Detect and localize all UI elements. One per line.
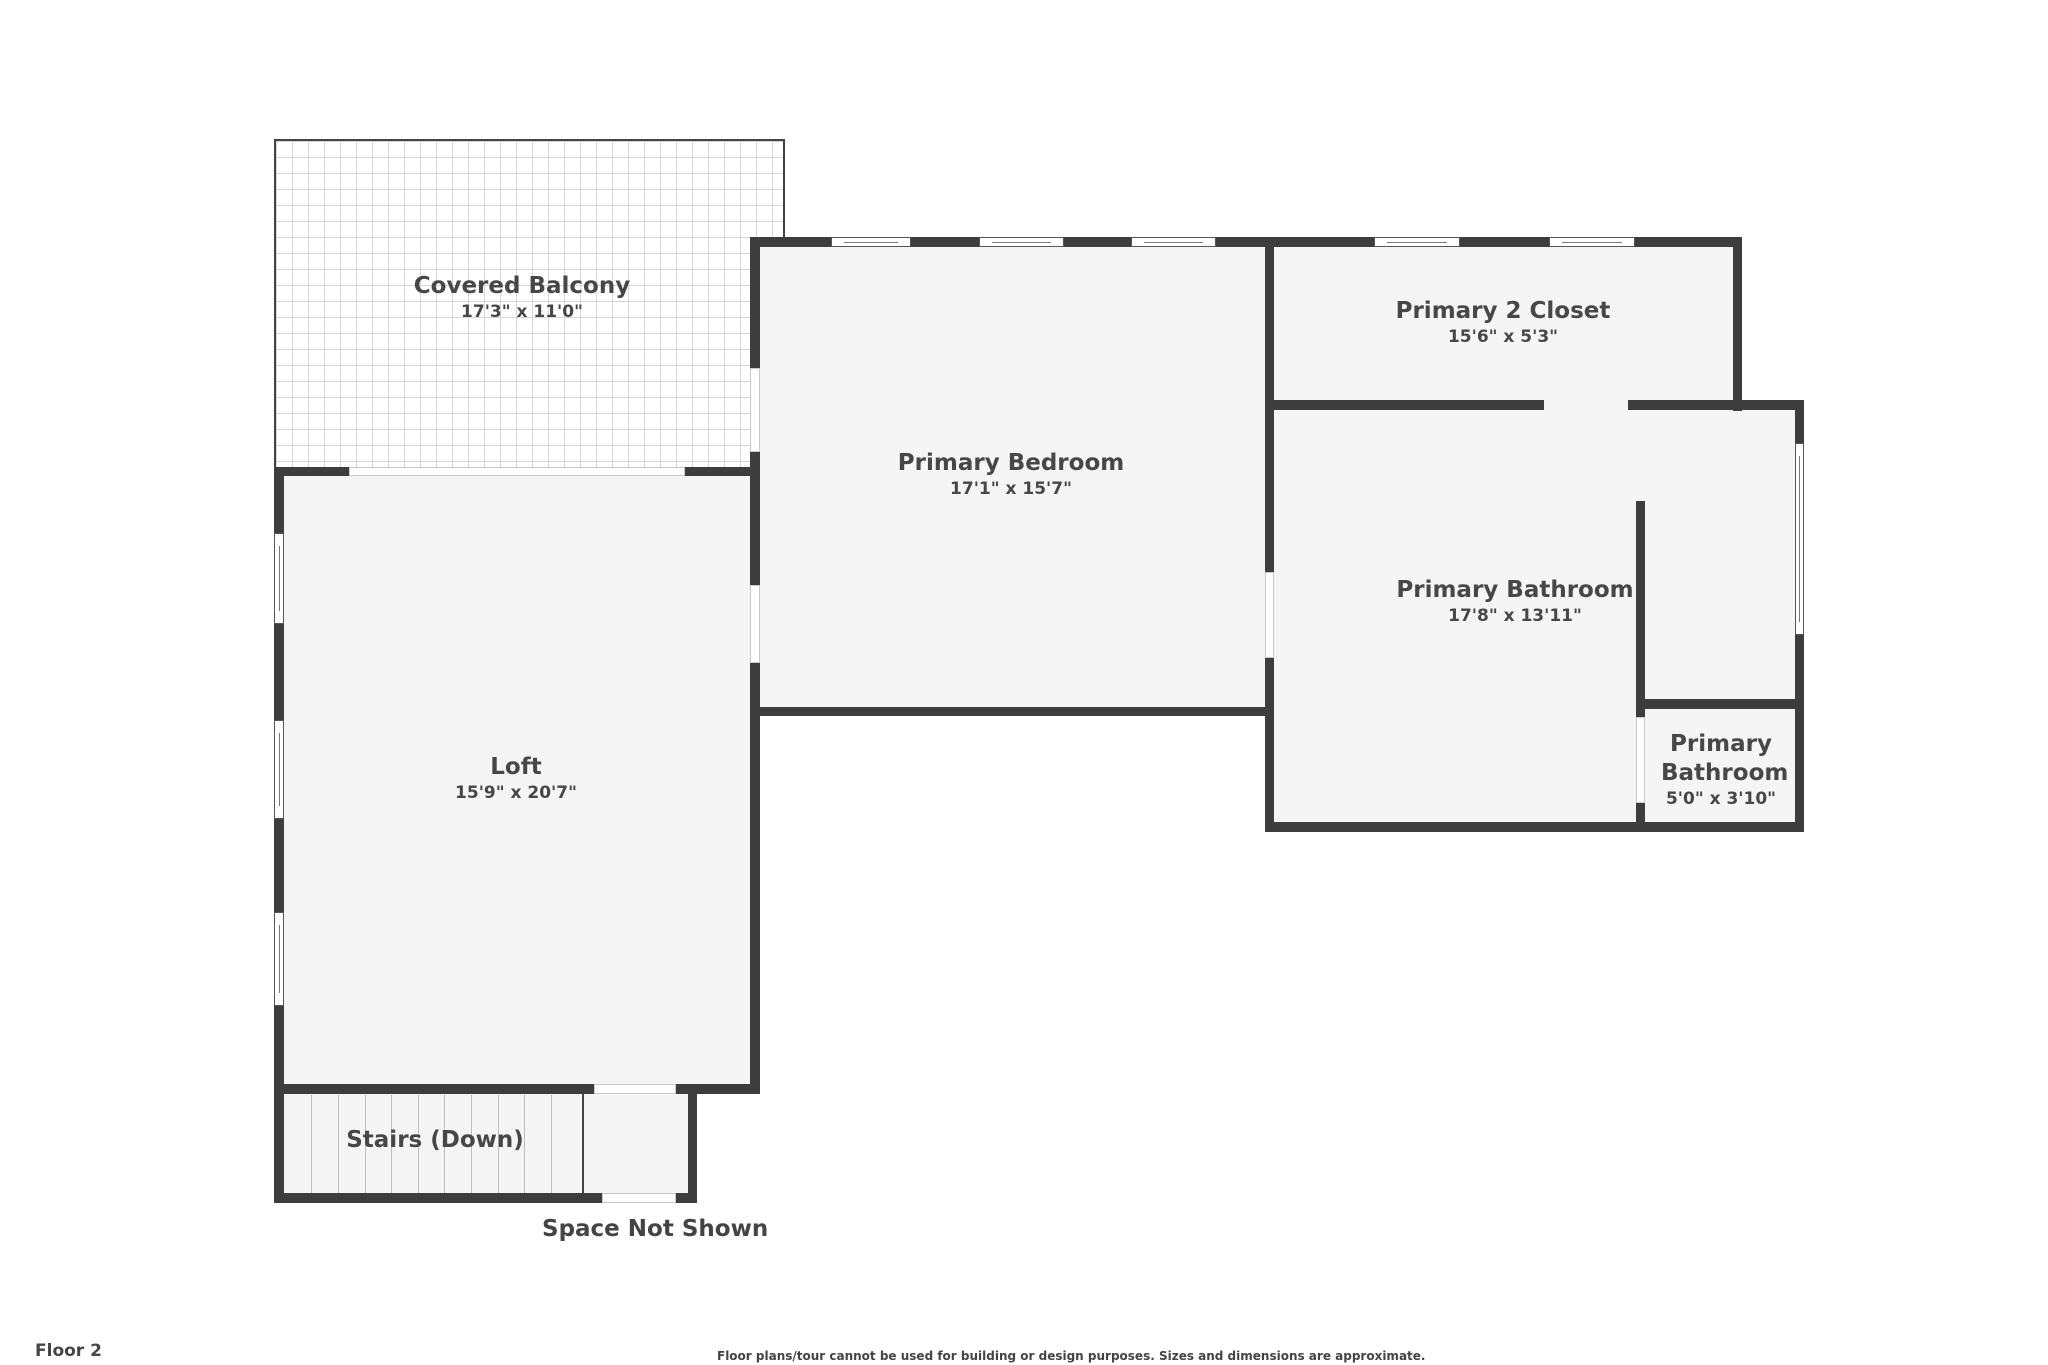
room-dimensions: 5'0" x 3'10"	[1665, 789, 1777, 809]
stair-tread	[418, 1095, 419, 1193]
room-dimensions: 15'9" x 20'7"	[455, 783, 577, 803]
room-label-stairs: Stairs (Down)	[346, 1125, 524, 1155]
room-dimensions: 17'3" x 11'0"	[461, 302, 583, 322]
loft-bottom-wall-right	[676, 1084, 760, 1094]
room-label-loft: Loft 15'9" x 20'7"	[455, 752, 577, 804]
balcony-opening	[349, 467, 685, 476]
closet-window-2	[1549, 237, 1635, 247]
loft-bottom-wall	[274, 1084, 594, 1094]
room-name: Stairs (Down)	[346, 1127, 524, 1153]
space-not-shown-label: Space Not Shown	[542, 1216, 769, 1242]
room-dimensions: 17'8" x 13'11"	[1448, 606, 1582, 626]
stairs-floor	[280, 1090, 692, 1197]
bedroom-bottom-wall	[750, 707, 1274, 716]
stair-tread	[471, 1095, 472, 1193]
disclaimer: Floor plans/tour cannot be used for buil…	[717, 1349, 1426, 1363]
loft-window-3	[274, 912, 284, 1006]
small-bath-door	[1636, 717, 1645, 803]
covered-balcony-area	[274, 139, 785, 472]
loft-stair-opening	[594, 1084, 676, 1094]
room-name: Loft	[490, 754, 542, 780]
stair-tread	[551, 1095, 552, 1193]
loft-floor	[280, 472, 754, 1088]
bedroom-right-wall	[1265, 237, 1274, 832]
stair-landing-divider	[582, 1094, 584, 1193]
loft-top-wall-left	[274, 467, 349, 476]
bedroom-window-2	[979, 237, 1064, 247]
bedroom-window-3	[1131, 237, 1216, 247]
primary-bathroom-floor	[1270, 405, 1800, 827]
small-bath-top-wall	[1636, 699, 1804, 709]
room-name: Primary Bathroom	[1396, 577, 1634, 603]
room-name: Primary Bathroom	[1661, 731, 1789, 786]
closet-divider-left	[1265, 400, 1544, 410]
room-label-primary-2-closet: Primary 2 Closet 15'6" x 5'3"	[1396, 296, 1611, 348]
stair-tread	[365, 1095, 366, 1193]
room-name: Covered Balcony	[413, 273, 631, 299]
closet-divider-right	[1628, 400, 1804, 410]
room-label-primary-bedroom: Primary Bedroom 17'1" x 15'7"	[898, 448, 1124, 500]
primary-bedroom-floor	[756, 243, 1270, 711]
stairs-bottom-wall	[274, 1193, 602, 1203]
loft-window-2	[274, 720, 284, 819]
loft-right-wall	[750, 237, 760, 1094]
stair-tread	[391, 1095, 392, 1193]
top-wall	[750, 237, 1742, 247]
room-label-primary-bathroom: Primary Bathroom 17'8" x 13'11"	[1396, 575, 1633, 627]
closet-floor	[1270, 243, 1738, 405]
stairs-right-wall	[688, 1084, 697, 1203]
stair-tread	[338, 1095, 339, 1193]
loft-window-1	[274, 533, 284, 624]
loft-bedroom-opening	[750, 585, 760, 663]
bath-bottom-wall	[1265, 822, 1804, 832]
balcony-bedroom-opening	[750, 368, 760, 452]
loft-top-wall-right	[685, 467, 760, 476]
room-label-primary-bathroom-small: Primary Bathroom 5'0" x 3'10"	[1661, 730, 1789, 810]
stair-tread	[311, 1095, 312, 1193]
stair-tread	[524, 1095, 525, 1193]
closet-right-wall	[1733, 237, 1742, 411]
floor-label: Floor 2	[35, 1341, 102, 1361]
room-dimensions: 17'1" x 15'7"	[950, 479, 1072, 499]
stairs-bottom-wall-right	[676, 1193, 697, 1203]
closet-window-1	[1374, 237, 1460, 247]
loft-left-wall	[274, 467, 284, 1202]
bedroom-window-1	[831, 237, 911, 247]
room-name: Primary Bedroom	[897, 450, 1125, 476]
stair-tread	[498, 1095, 499, 1193]
room-name: Primary 2 Closet	[1395, 298, 1611, 324]
bedroom-bath-opening	[1265, 572, 1274, 658]
bath-window	[1795, 443, 1804, 635]
room-label-covered-balcony: Covered Balcony 17'3" x 11'0"	[414, 271, 630, 323]
room-dimensions: 15'6" x 5'3"	[1447, 327, 1559, 347]
stairs-bottom-opening	[602, 1193, 676, 1203]
bath-partition	[1636, 501, 1645, 832]
stair-tread	[444, 1095, 445, 1193]
